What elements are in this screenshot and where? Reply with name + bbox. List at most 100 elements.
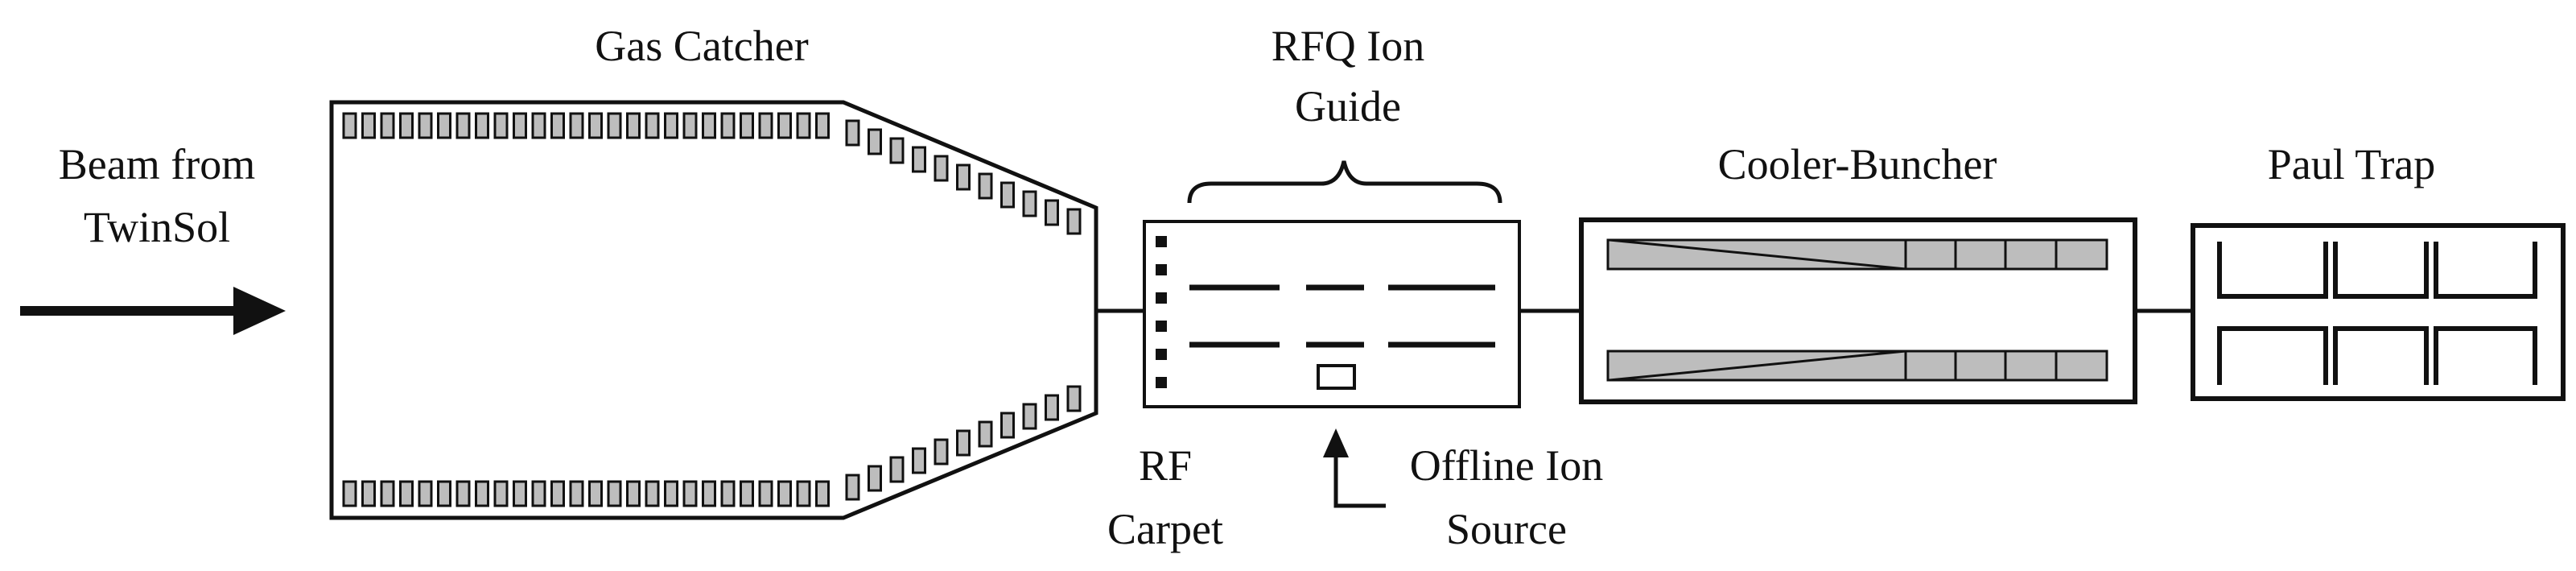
electrode-segment — [513, 480, 527, 507]
electrode-segment — [978, 172, 993, 200]
beam-arrow — [20, 287, 286, 335]
electrode-segment — [720, 112, 736, 139]
offline-ion-source-arrow — [1323, 428, 1386, 508]
electrode-segment — [493, 112, 509, 139]
electrode-segment — [550, 480, 565, 507]
offline-label-line1: Offline Ion — [1410, 441, 1603, 490]
electrode-segment — [912, 146, 926, 173]
electrode-segment — [607, 112, 622, 139]
electrode-segment — [399, 480, 414, 507]
rfq-label-line1: RFQ Ion — [1272, 22, 1425, 70]
electrode-segment — [664, 112, 678, 139]
electrode-segment — [569, 480, 584, 507]
electrode-segment — [399, 112, 414, 139]
electrode-segment — [475, 480, 489, 507]
electrode-segment — [493, 480, 509, 507]
gas-catcher-electrodes — [342, 112, 1082, 507]
electrode-segment — [815, 112, 830, 139]
electrode-segment — [868, 465, 882, 492]
offline-label-line2: Source — [1446, 505, 1567, 553]
electrode-segment — [1000, 181, 1015, 209]
electrode-segment — [1066, 385, 1082, 412]
rf-carpet-dot — [1156, 264, 1167, 275]
rf-carpet-dot — [1156, 377, 1167, 388]
electrode-segment — [342, 112, 357, 139]
electrode-segment — [455, 112, 471, 139]
electrode-segment — [758, 480, 773, 507]
electrode-segment — [418, 112, 433, 139]
electrode-segment — [380, 480, 395, 507]
electrode-segment — [720, 480, 736, 507]
electrode-segment — [645, 480, 660, 507]
electrode-segment — [645, 112, 660, 139]
electrode-segment — [889, 456, 905, 483]
electrode-segment — [702, 480, 716, 507]
gas-catcher — [329, 100, 1098, 520]
electrode-segment — [513, 112, 527, 139]
paul-trap — [2191, 223, 2566, 401]
electrode-segment — [342, 480, 357, 507]
electrode-segment — [1066, 208, 1082, 235]
electrode-segment — [845, 119, 860, 147]
electrode-segment — [934, 155, 949, 182]
electrode-segment — [380, 112, 395, 139]
rfq-ion-guide — [1143, 220, 1521, 408]
electrode-segment — [550, 112, 565, 139]
gas-catcher-label: Gas Catcher — [595, 22, 808, 70]
cooler-buncher — [1579, 217, 2137, 404]
electrode-segment — [889, 137, 905, 164]
electrode-segment — [912, 447, 926, 474]
rf-carpet-dot — [1156, 349, 1167, 360]
electrode-segment — [664, 480, 678, 507]
electrode-segment — [682, 112, 698, 139]
cooler-buncher-label: Cooler-Buncher — [1718, 140, 1997, 188]
rf-carpet-label-line2: Carpet — [1107, 505, 1223, 553]
electrode-segment — [682, 480, 698, 507]
electrode-segment — [956, 163, 971, 191]
electrode-segment — [455, 480, 471, 507]
beam-label-line2: TwinSol — [84, 203, 230, 251]
electrode-segment — [740, 480, 754, 507]
electrode-segment — [956, 429, 971, 457]
electrode-segment — [777, 480, 792, 507]
electrode-segment — [1022, 190, 1037, 217]
electrode-segment — [868, 128, 882, 155]
electrode-segment — [777, 112, 792, 139]
electrode-segment — [978, 420, 993, 448]
electrode-segment — [626, 480, 641, 507]
electrode-segment — [531, 480, 546, 507]
rfq-rods — [1189, 284, 1495, 348]
electrode-segment — [758, 112, 773, 139]
rf-carpet-dot — [1156, 321, 1167, 332]
electrode-segment — [418, 480, 433, 507]
beam-label-line1: Beam from — [59, 140, 255, 188]
electrode-segment — [702, 112, 716, 139]
electrode-segment — [588, 480, 603, 507]
electrode-segment — [934, 438, 949, 465]
electrode-segment — [588, 112, 603, 139]
electrode-segment — [437, 480, 451, 507]
electrode-segment — [531, 112, 546, 139]
electrode-segment — [437, 112, 451, 139]
electrode-segment — [475, 112, 489, 139]
electrode-segment — [1045, 394, 1059, 421]
electrode-segment — [1022, 403, 1037, 430]
electrode-segment — [361, 480, 376, 507]
rf-carpet-dot — [1156, 236, 1167, 247]
electrode-segment — [626, 112, 641, 139]
electrode-segment — [361, 112, 376, 139]
rfq-brace — [1187, 160, 1502, 204]
rfq-label-line2: Guide — [1295, 82, 1401, 130]
electrode-segment — [845, 474, 860, 501]
electrode-segment — [815, 480, 830, 507]
electrode-segment — [796, 480, 811, 507]
rf-carpet-dots — [1156, 236, 1167, 388]
rf-carpet-label-line1: RF — [1139, 441, 1192, 490]
offline-ion-source-box — [1317, 364, 1356, 390]
electrode-segment — [1045, 199, 1059, 226]
electrode-segment — [796, 112, 811, 139]
electrode-segment — [1000, 412, 1015, 439]
rf-carpet-dot — [1156, 292, 1167, 304]
